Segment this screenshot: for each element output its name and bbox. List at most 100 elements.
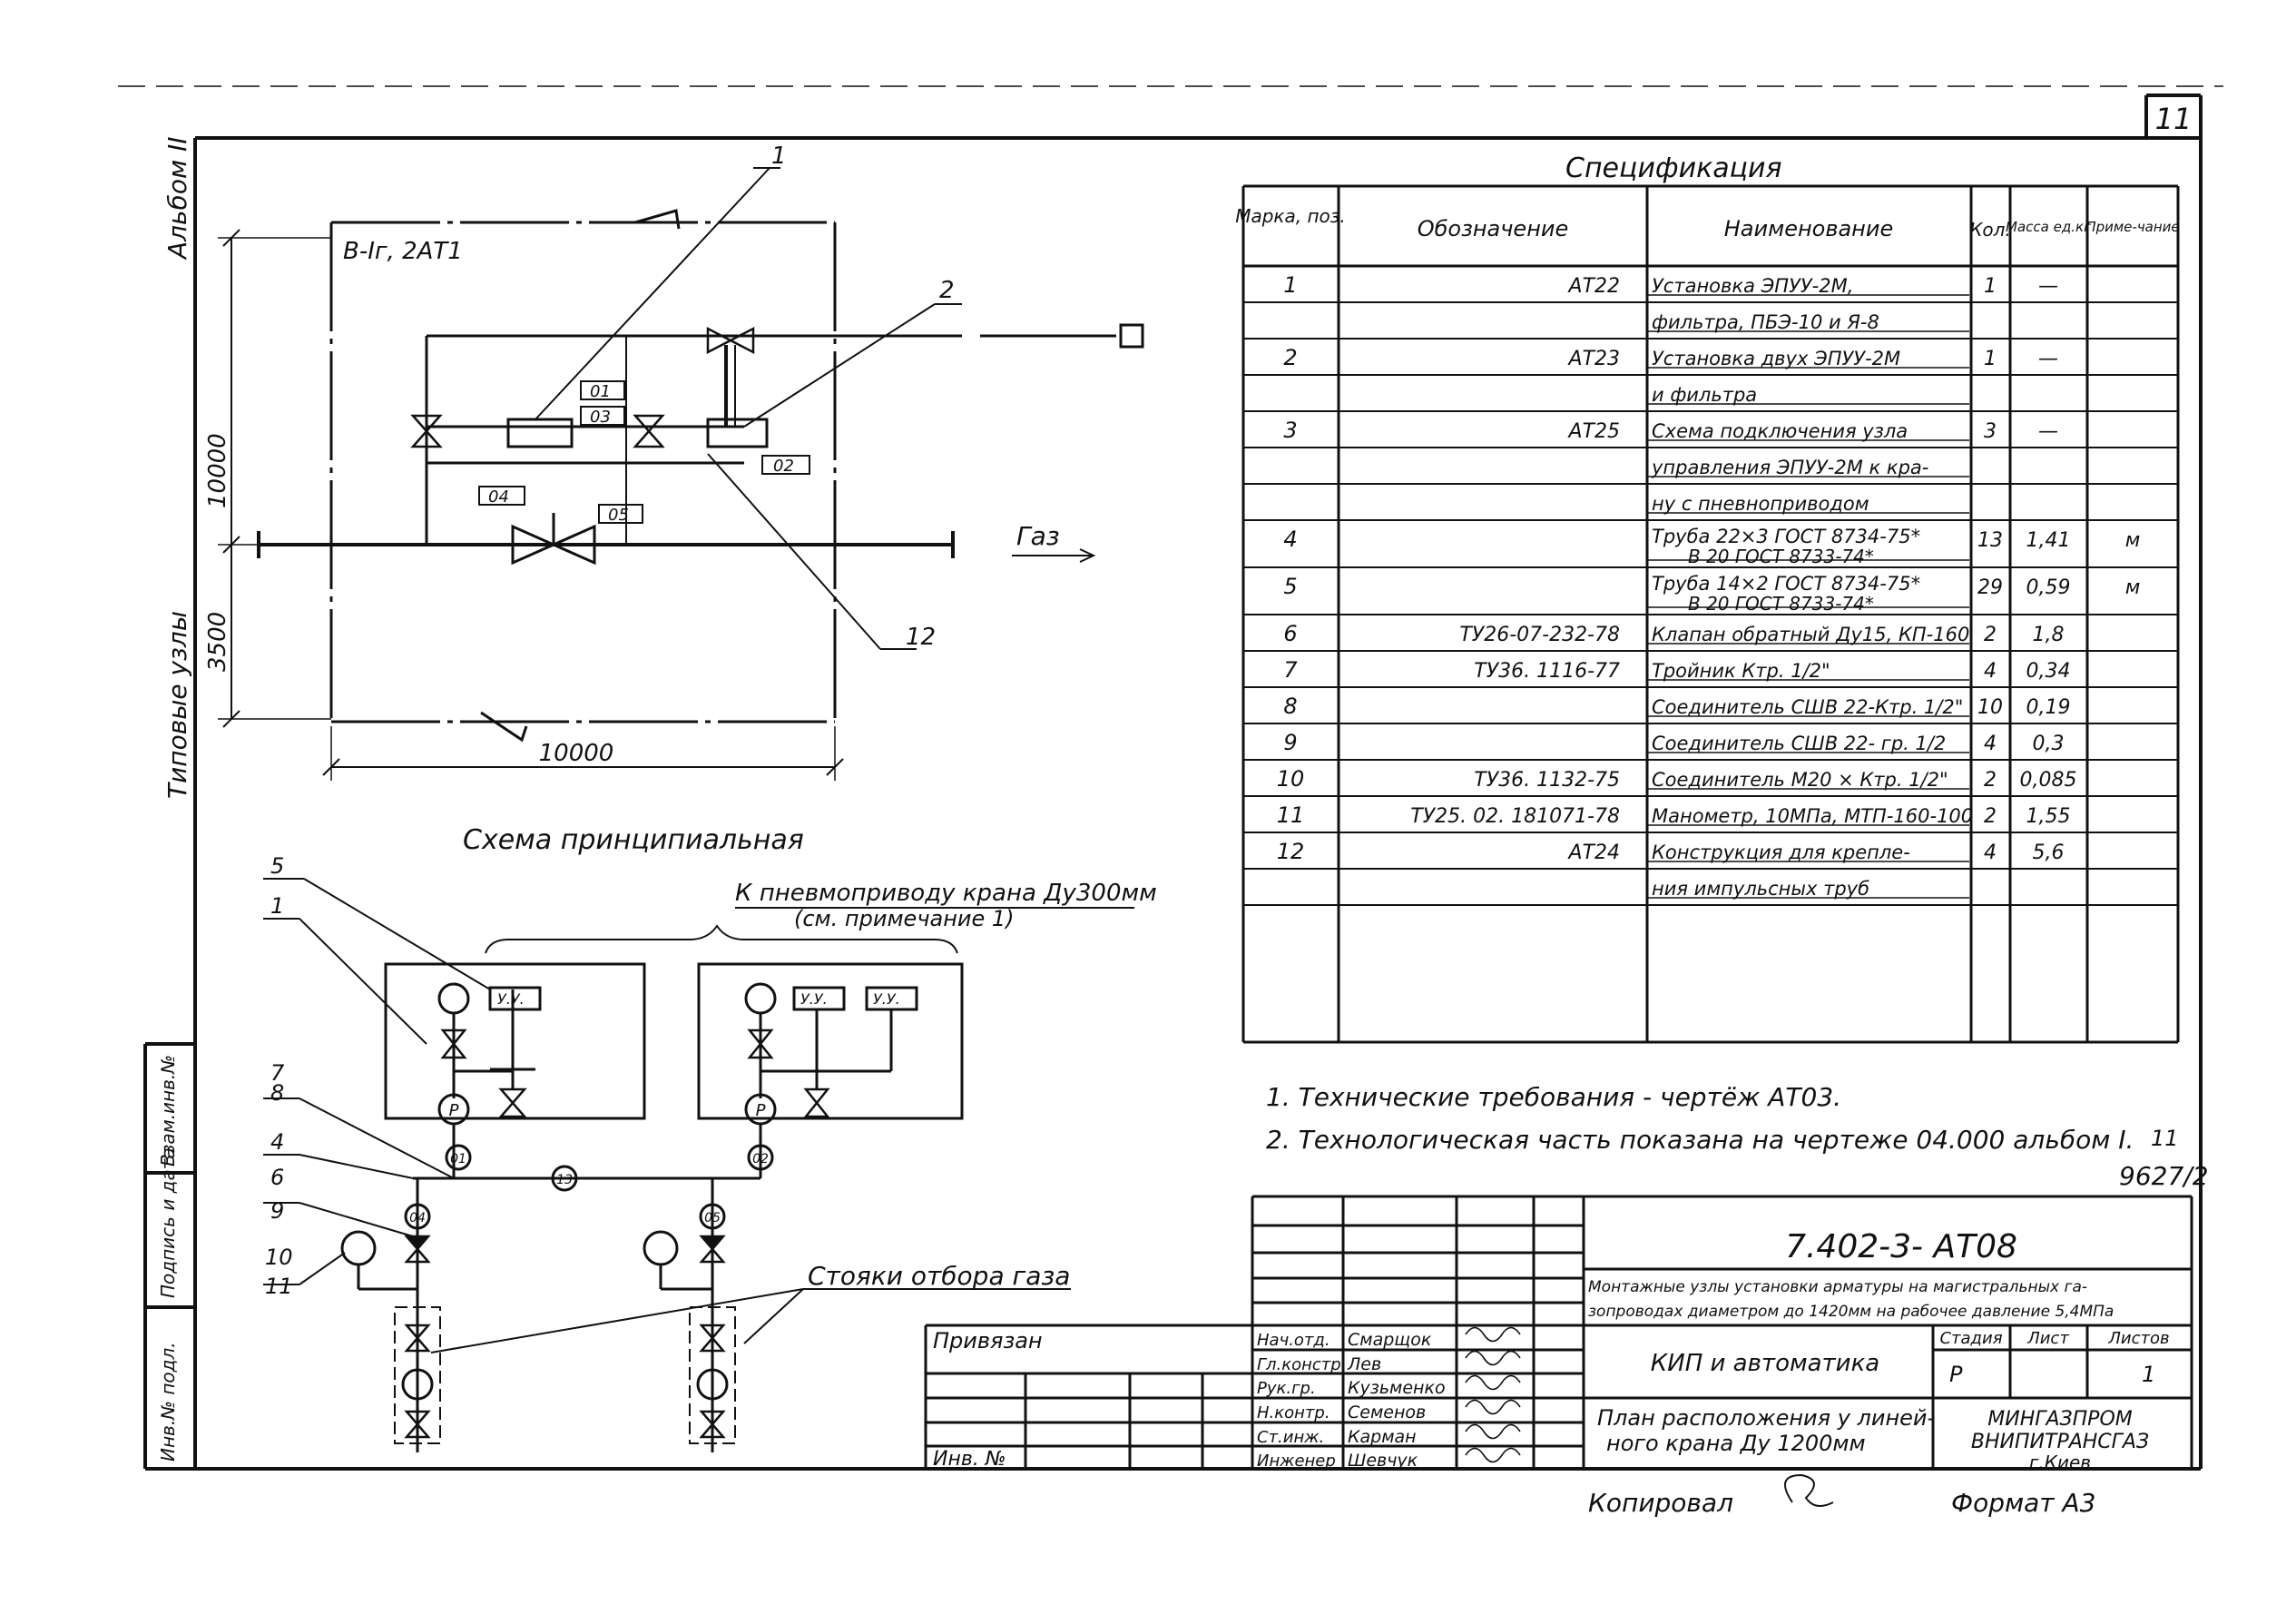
spec-cell-mass: 0,19 xyxy=(2026,696,2071,719)
plan-label: В-Iг, 2АТ1 xyxy=(343,238,463,265)
stamp-replace-inv: Взам.инв.№ xyxy=(157,1055,179,1166)
spec-cell-mass: 1,8 xyxy=(2033,624,2065,646)
spec-title: Спецификация xyxy=(1565,153,1782,184)
spec-cell-mass: 1,41 xyxy=(2026,529,2071,552)
spec-header-qty: Кол. xyxy=(1969,219,2011,241)
spec-cell-mass: 0,085 xyxy=(2020,769,2077,792)
spec-header-mass: Масса ед.кг xyxy=(2006,219,2091,235)
gauge-p-2: Р xyxy=(756,1101,766,1120)
uu-label-2: У.У. xyxy=(800,990,828,1008)
plan-box-02: 02 xyxy=(773,457,794,476)
spec-cell-mass: 5,6 xyxy=(2033,842,2065,864)
signature-role: Рук.гр. xyxy=(1257,1379,1316,1398)
spec-cell-mass: — xyxy=(2038,275,2058,298)
order-sheet: 11 xyxy=(2151,1126,2179,1151)
signature-role: Гл.констр. xyxy=(1257,1355,1346,1374)
section-name: КИП и автоматика xyxy=(1651,1350,1879,1377)
leader-6: 6 xyxy=(270,1165,284,1190)
plan-callout-1: 1 xyxy=(771,143,787,170)
spec-cell-name2: В 20 ГОСТ 8733-74* xyxy=(1688,593,1874,615)
spec-cell-mass: 1,55 xyxy=(2026,805,2071,828)
format-label: Формат А3 xyxy=(1951,1488,2095,1518)
node-02: 02 xyxy=(752,1152,769,1166)
spec-cell-qty: 1 xyxy=(1984,275,1997,298)
spec-cell-name: Манометр, 10МПа, МТП-160-100 xyxy=(1652,805,1973,827)
leader-5: 5 xyxy=(270,853,284,879)
signature-role: Ст.инж. xyxy=(1257,1428,1324,1447)
stage-header: Стадия xyxy=(1939,1329,2002,1348)
spec-cell-des: АТ22 xyxy=(1567,275,1620,298)
spec-cell-pos: 7 xyxy=(1283,657,1298,683)
org-line-2: ВНИПИТРАНСГАЗ xyxy=(1971,1431,2149,1453)
spec-cell-qty: 4 xyxy=(1984,733,1997,755)
spec-cell-qty: 2 xyxy=(1984,769,1997,792)
signature-role: Н.контр. xyxy=(1257,1403,1330,1422)
spec-cell-mass: — xyxy=(2038,348,2058,370)
spec-cell-name: Соединитель СШВ 22- гр. 1/2 xyxy=(1652,733,1946,754)
spec-cell-qty: 3 xyxy=(1984,420,1997,443)
spec-cell-name: Труба 22×3 ГОСТ 8734-75* xyxy=(1652,526,1920,547)
spec-cell-name: Клапан обратный Ду15, КП-160 xyxy=(1652,624,1969,645)
spec-cell-name: Тройник Ктр. 1/2" xyxy=(1652,660,1830,682)
spec-cell-note: м xyxy=(2125,576,2141,599)
spec-cell-des: АТ25 xyxy=(1567,420,1620,443)
spec-cell-pos: 11 xyxy=(1277,802,1305,828)
signature-role: Инженер xyxy=(1257,1452,1336,1471)
org-line-3: г.Киев xyxy=(2029,1452,2091,1473)
plan-box-04: 04 xyxy=(488,487,509,507)
signature-name: Смарщок xyxy=(1348,1330,1432,1350)
spec-header-note: Приме-чание xyxy=(2085,219,2179,235)
spec-cell-des: АТ24 xyxy=(1567,842,1620,864)
node-13: 13 xyxy=(556,1173,573,1187)
spec-cell-des: ТУ26-07-232-78 xyxy=(1459,624,1620,646)
copied-label: Копировал xyxy=(1588,1488,1733,1518)
signature-name: Кузьменко xyxy=(1348,1378,1446,1398)
spec-cell-name: управления ЭПУУ-2М к кра- xyxy=(1651,457,1928,478)
spec-header-pos: Марка, поз. xyxy=(1235,205,1346,227)
album-label: Альбом II xyxy=(162,137,192,261)
order-number: 9627/2 xyxy=(2119,1161,2209,1191)
sheet-frame xyxy=(118,85,2223,1471)
stamp-inv-orig: Инв.№ подл. xyxy=(157,1342,179,1462)
spec-cell-mass: 0,3 xyxy=(2033,733,2065,755)
dim-height: 10000 xyxy=(204,433,231,508)
gas-label: Газ xyxy=(1016,521,1060,551)
stamp-sign-date: Подпись и дата xyxy=(157,1147,179,1298)
signature-name: Семенов xyxy=(1348,1403,1426,1422)
spec-cell-qty: 4 xyxy=(1984,842,1997,864)
leader-1: 1 xyxy=(270,893,284,919)
spec-cell-pos: 5 xyxy=(1283,574,1297,599)
spec-cell-qty: 29 xyxy=(1977,576,2003,599)
spec-cell-des: ТУ36. 1116-77 xyxy=(1474,660,1620,683)
spec-cell-name2: В 20 ГОСТ 8733-74* xyxy=(1688,546,1874,567)
sheet-number: 11 xyxy=(2155,102,2193,136)
spec-cell-des: ТУ36. 1132-75 xyxy=(1474,769,1620,792)
stage-value: Р xyxy=(1949,1362,1963,1387)
leader-10: 10 xyxy=(265,1245,293,1270)
spec-cell-name: ну с пневноприводом xyxy=(1652,493,1869,515)
signature-name: Шевчук xyxy=(1348,1451,1418,1471)
inv-label: Инв. № xyxy=(933,1448,1006,1471)
plan-box-05: 05 xyxy=(608,506,629,525)
spec-cell-name: и фильтра xyxy=(1652,384,1757,406)
drawing-code: 7.402-3- АТ08 xyxy=(1785,1228,2017,1265)
spec-cell-mass: 0,59 xyxy=(2026,576,2071,599)
spec-cell-name: ния импульсных труб xyxy=(1652,878,1869,900)
spec-cell-pos: 3 xyxy=(1283,418,1297,443)
spec-cell-qty: 2 xyxy=(1984,805,1997,828)
leader-8: 8 xyxy=(270,1080,284,1106)
gauge-p-1: Р xyxy=(449,1101,459,1120)
spec-cell-qty: 1 xyxy=(1984,348,1997,370)
spec-cell-pos: 10 xyxy=(1277,766,1305,792)
dim-width: 10000 xyxy=(539,740,614,767)
leader-4: 4 xyxy=(270,1129,284,1155)
spec-cell-note: м xyxy=(2125,529,2141,552)
sheets-header: Листов xyxy=(2107,1329,2169,1348)
drawing-title-1: План расположения у линей- xyxy=(1597,1405,1935,1431)
spec-cell-name: фильтра, ПБЭ-10 и Я-8 xyxy=(1652,311,1879,333)
dim-offset: 3500 xyxy=(204,612,231,672)
uu-label-1: У.У. xyxy=(497,990,525,1008)
plan-callout-12: 12 xyxy=(906,624,936,651)
risers-label: Стояки отбора газа xyxy=(808,1261,1070,1291)
